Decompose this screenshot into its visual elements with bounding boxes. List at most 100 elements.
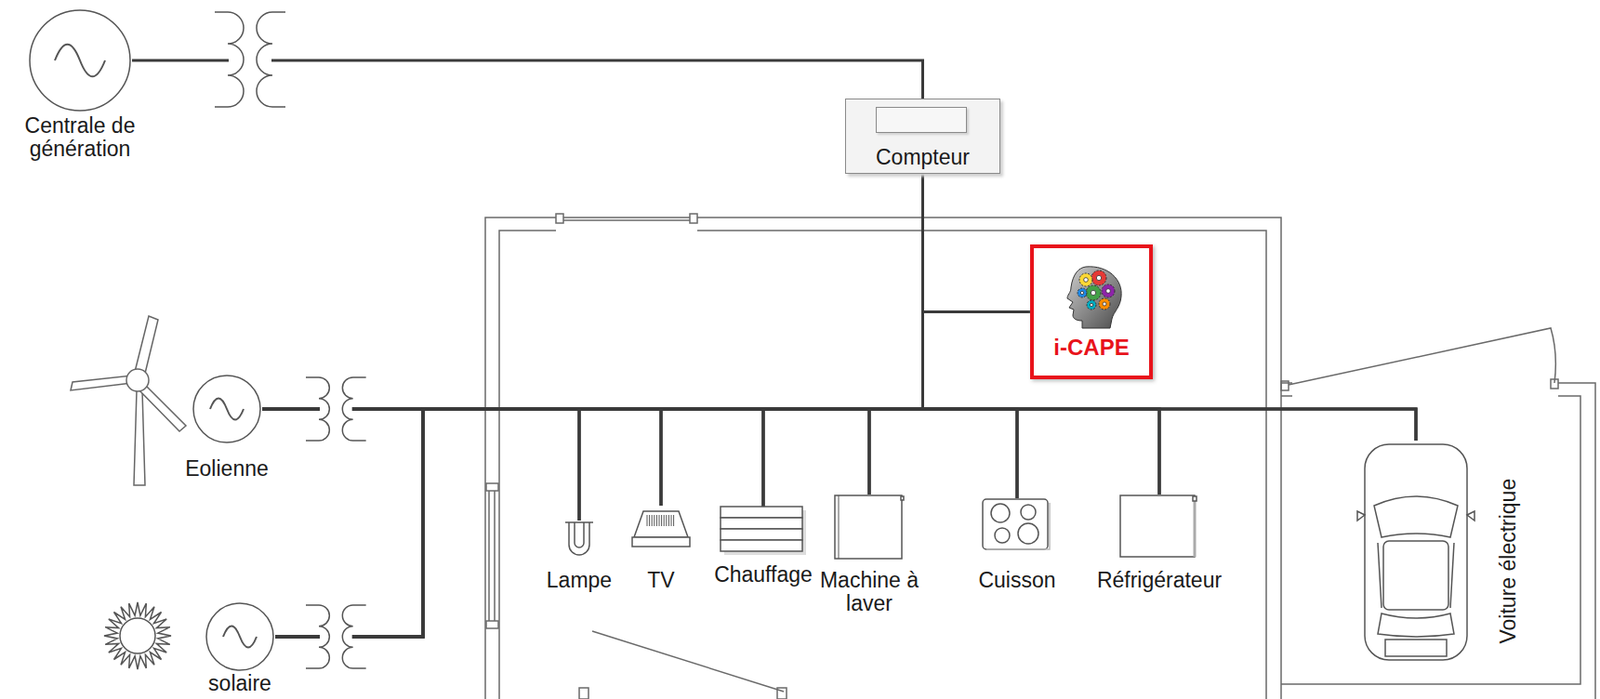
gear	[1098, 298, 1111, 310]
transformer-coil	[305, 605, 330, 669]
node-label: Réfrigérateur	[1097, 568, 1222, 593]
power-wire	[763, 173, 924, 507]
gear	[1085, 285, 1101, 301]
washer-knob	[900, 496, 904, 501]
tv-grille	[671, 515, 673, 527]
bulb-filament	[574, 522, 584, 548]
gear	[1091, 270, 1107, 286]
gear	[1077, 288, 1087, 298]
tv-body	[634, 511, 688, 538]
meter-display	[875, 106, 967, 133]
appliance-node: Cuisson	[978, 498, 1056, 593]
head-silhouette	[1067, 266, 1122, 329]
node-label: i-CAPE	[1053, 335, 1129, 360]
burner	[1020, 504, 1036, 520]
sine-symbol	[210, 397, 244, 420]
heater-fin	[720, 506, 803, 518]
fridge-handle	[1192, 496, 1197, 502]
washer-edge	[838, 495, 840, 559]
power-wire	[275, 409, 662, 637]
power-wire	[262, 409, 1018, 499]
tv-grille	[668, 515, 670, 527]
node-label: Chauffage	[714, 563, 813, 587]
window-frame	[689, 213, 698, 224]
head-icon	[1054, 263, 1129, 331]
lamp-base	[565, 521, 594, 524]
wind-turbine	[70, 316, 186, 486]
burner	[991, 503, 1010, 523]
fridge-icon	[1119, 494, 1200, 558]
power-wire	[923, 173, 1032, 313]
generator-circle	[193, 375, 261, 443]
sine-symbol	[223, 625, 257, 648]
appliance-node: Machine à laver	[817, 494, 922, 617]
power-wire	[923, 173, 1161, 495]
turbine-blade	[137, 383, 186, 432]
node-label: Centrale de génération	[5, 114, 155, 162]
sun-rays	[104, 602, 172, 670]
gear-hub	[1106, 289, 1111, 294]
appliance-node: Lampe	[546, 520, 612, 593]
power-wire	[275, 409, 580, 637]
cooktop-body	[982, 499, 1048, 550]
generator-circle	[29, 10, 131, 111]
tv-base	[632, 537, 690, 547]
sun-disc	[119, 618, 156, 654]
window-frame	[486, 483, 499, 491]
gear-hub	[1089, 304, 1093, 307]
gear	[1101, 284, 1115, 298]
tv-grille	[656, 515, 658, 527]
generator-node: Centrale de génération	[5, 8, 155, 162]
node-label: Eolienne	[185, 457, 269, 481]
fridge-shadow	[1192, 497, 1196, 557]
heater-fin	[720, 528, 803, 541]
tv-grille	[663, 515, 665, 527]
bulb	[568, 522, 590, 556]
appliance-node: TV	[630, 505, 692, 593]
appliance-node: Chauffage	[714, 506, 813, 587]
car-roof	[1383, 541, 1449, 610]
door-frame	[777, 687, 787, 699]
tv-grille	[653, 515, 655, 527]
generator-node: solaire	[204, 601, 276, 696]
power-wire	[132, 60, 924, 99]
power-wire	[275, 409, 1018, 637]
transformer-coil	[256, 12, 286, 107]
power-wire	[275, 409, 870, 637]
appliance-node: Réfrigérateur	[1097, 494, 1222, 593]
garage-wall	[1281, 383, 1596, 699]
power-wire	[275, 409, 1416, 637]
gear-hub	[1096, 276, 1101, 281]
node-label: solaire	[208, 672, 272, 696]
door-frame	[1281, 381, 1289, 391]
generator-icon	[204, 601, 276, 673]
transformer-coil	[214, 12, 244, 107]
window-frame	[555, 213, 564, 224]
car-body	[1364, 444, 1468, 661]
tv-icon	[630, 505, 692, 549]
node-label: Lampe	[546, 568, 612, 593]
generator-circle	[206, 603, 274, 671]
burner	[994, 528, 1010, 543]
gear-hub	[1084, 277, 1089, 283]
window	[489, 490, 495, 622]
lamp-icon	[561, 520, 597, 562]
door-frame	[579, 687, 589, 699]
gear-hub	[1102, 302, 1107, 306]
door-frame	[1550, 379, 1559, 389]
washer-body	[834, 495, 902, 559]
gear	[1079, 273, 1093, 287]
node-label: TV	[647, 568, 675, 593]
tv-grille	[651, 515, 653, 527]
garage-door	[1288, 328, 1556, 385]
power-wire	[869, 173, 924, 495]
burner	[1018, 523, 1039, 544]
generator-icon	[27, 8, 133, 113]
transformer-coil	[342, 605, 366, 669]
power-wire	[262, 409, 870, 495]
washer-icon	[833, 494, 905, 560]
fridge-body	[1120, 495, 1195, 557]
